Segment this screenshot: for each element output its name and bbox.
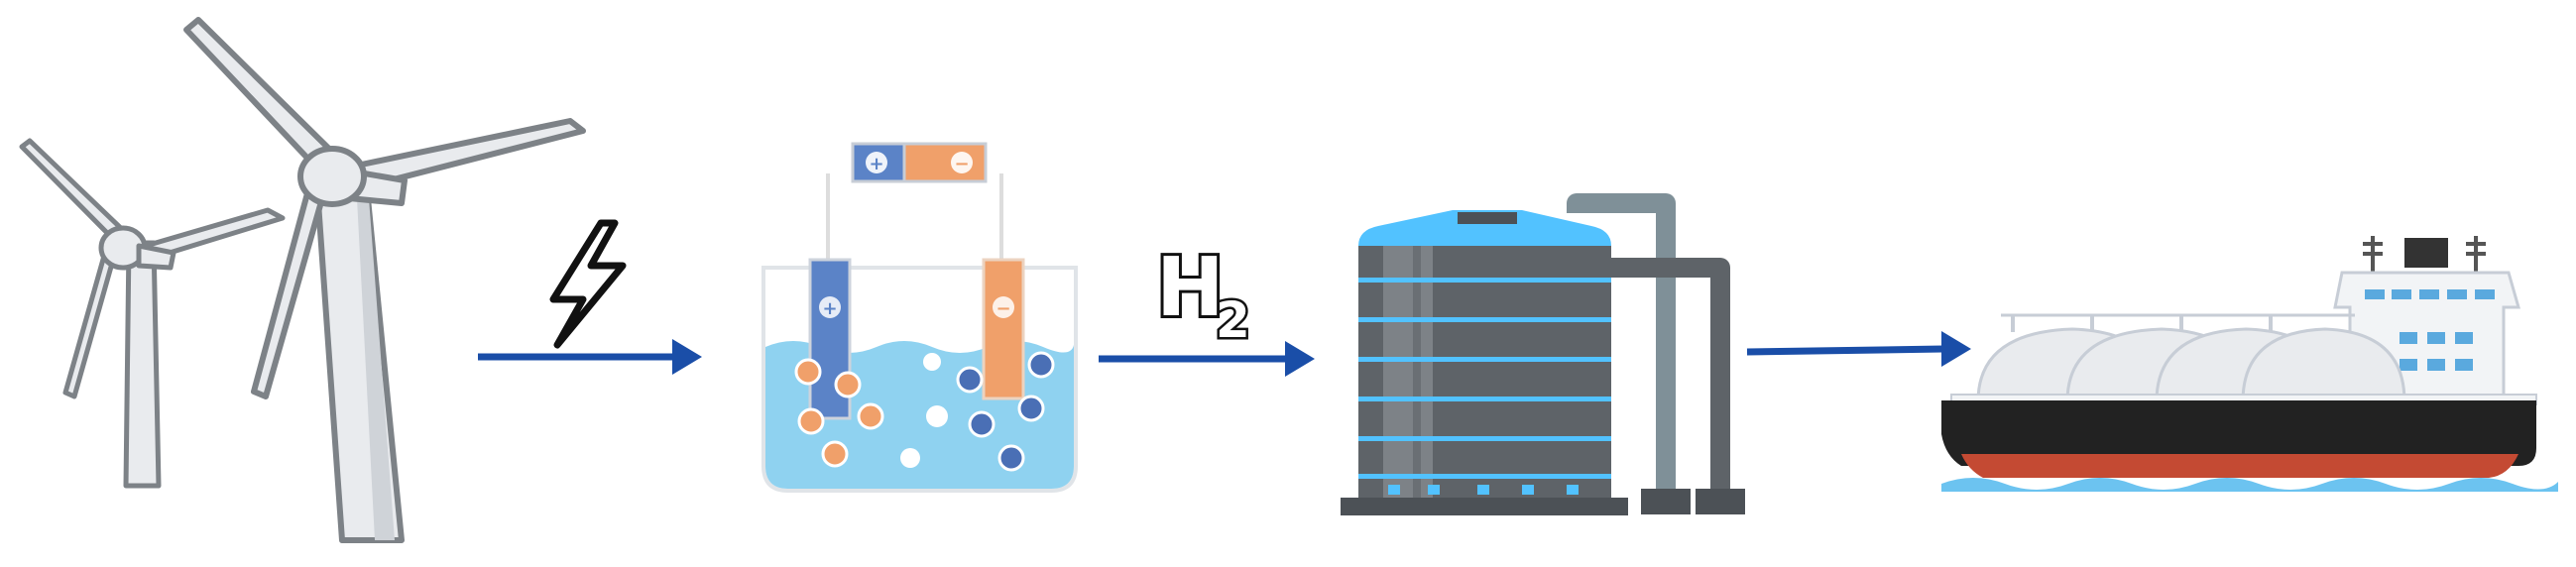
battery-icon: + − [851, 142, 988, 183]
electrolysis-beaker-icon: + − + − [761, 142, 1078, 493]
lightning-bolt-icon [549, 219, 627, 349]
arrow-wind-to-electrolysis [478, 339, 702, 375]
battery-sign-negative: − [954, 154, 969, 174]
tank-pipes [1567, 193, 1745, 514]
hydrogen-storage-tank-icon [1341, 193, 1745, 515]
arrow-electrolysis-to-storage [1099, 341, 1315, 377]
lng-carrier-ship-icon [1941, 236, 2558, 492]
ship-masts [2363, 236, 2486, 273]
hydrogen-label: H 2 [1153, 238, 1252, 352]
lng-tank-domes [1976, 327, 2406, 403]
arrow-storage-to-transport [1746, 331, 1971, 367]
cathode-sign: − [995, 298, 1010, 319]
hydrogen-label-letter: H [1156, 241, 1225, 335]
hydrogen-label-subscript: 2 [1216, 291, 1250, 349]
cathode-electrode: − [982, 258, 1025, 400]
ion-bubbles [794, 351, 1055, 472]
small-wind-turbine [19, 138, 286, 489]
battery-sign-positive: + [869, 154, 883, 174]
large-wind-turbine [183, 17, 586, 543]
wind-turbine-icon [19, 17, 586, 543]
anode-sign: + [822, 298, 837, 319]
